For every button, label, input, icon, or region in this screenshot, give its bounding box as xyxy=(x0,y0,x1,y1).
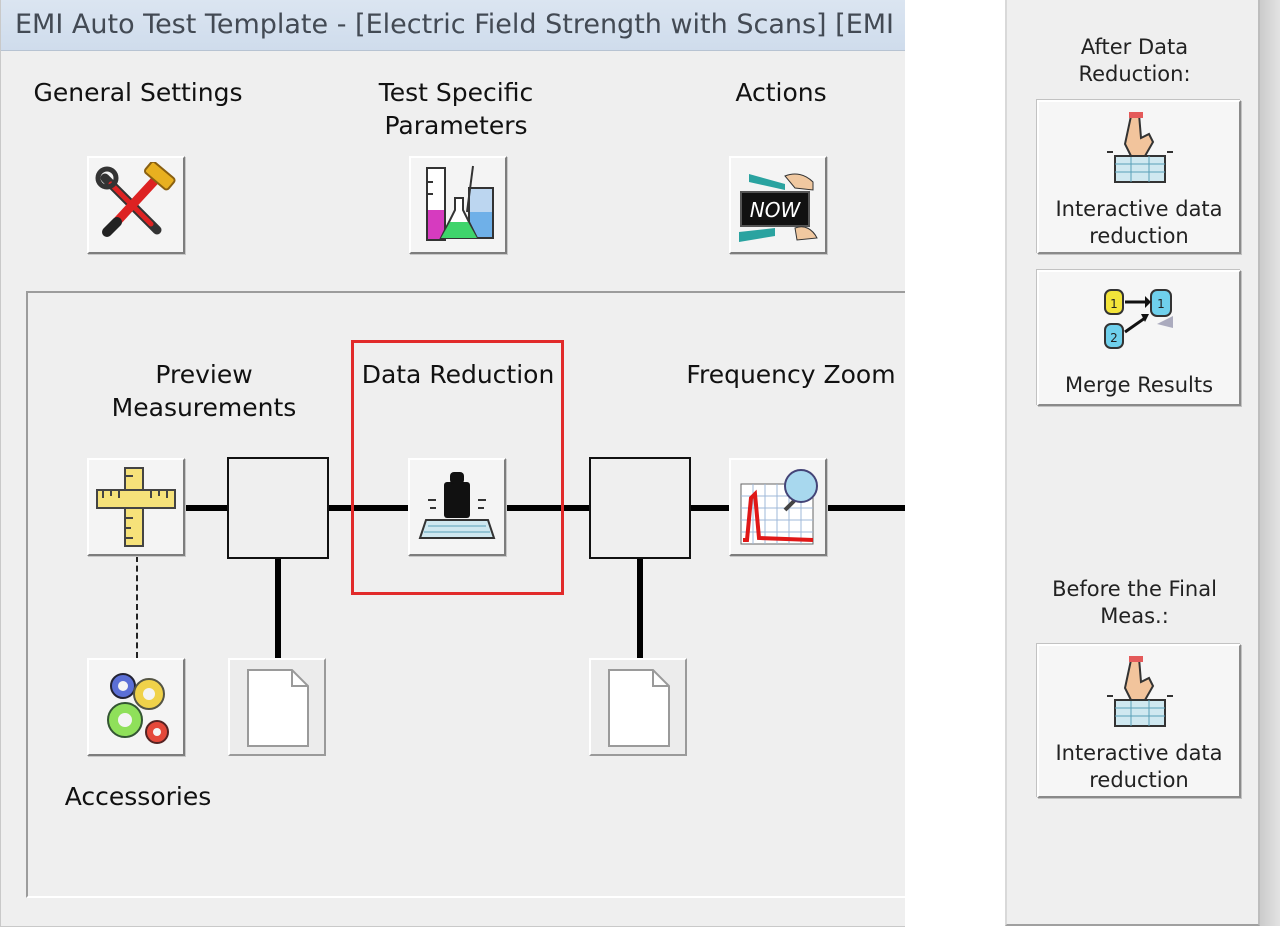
stage-1-results-document-button[interactable] xyxy=(228,658,326,756)
accessories-label: Accessories xyxy=(64,782,212,811)
interactive-data-reduction-label-after: Interactive data reduction xyxy=(1055,197,1223,248)
merge-results-label: Merge Results xyxy=(1064,373,1214,397)
preview-measurements-label: Preview Measurements xyxy=(111,360,297,422)
ruler-icon xyxy=(96,467,176,547)
after-data-reduction-heading: After Data Reduction: xyxy=(1078,35,1191,86)
interactive-data-reduction-button-before[interactable]: Interactive data reduction xyxy=(1037,644,1241,798)
lab-glassware-icon xyxy=(426,165,494,241)
document-icon xyxy=(608,669,670,747)
general-settings-button[interactable] xyxy=(87,156,185,254)
svg-text:1: 1 xyxy=(1110,297,1118,311)
frequency-zoom-label: Frequency Zoom xyxy=(686,360,896,389)
side-panel: After Data Reduction: Interactive data r… xyxy=(1005,0,1260,926)
flow-connector-line xyxy=(186,505,905,511)
empty-stage-slot-2[interactable] xyxy=(589,457,691,559)
data-reduction-label: Data Reduction xyxy=(361,360,555,389)
interactive-data-reduction-label-before: Interactive data reduction xyxy=(1055,741,1223,792)
stage-2-output-line xyxy=(637,546,643,658)
preview-measurements-button[interactable] xyxy=(87,458,185,556)
general-settings-label: General Settings xyxy=(33,78,243,107)
merge-results-button[interactable]: 1 1 2 Merge Results xyxy=(1037,270,1241,406)
empty-stage-slot-1[interactable] xyxy=(227,457,329,559)
svg-text:2: 2 xyxy=(1110,331,1118,345)
accessories-button[interactable] xyxy=(87,658,185,756)
hand-pointer-icon xyxy=(1107,112,1173,183)
document-icon xyxy=(247,669,309,747)
stage-2-results-document-button[interactable] xyxy=(589,658,687,756)
frequency-zoom-button[interactable] xyxy=(729,458,827,556)
tools-icon xyxy=(95,162,176,237)
weight-scale-icon xyxy=(418,472,496,539)
gears-icon xyxy=(107,673,169,744)
accessories-connector-dashed xyxy=(136,556,138,658)
actions-label: Actions xyxy=(735,78,827,107)
svg-text:NOW: NOW xyxy=(750,198,802,222)
data-reduction-highlight xyxy=(351,340,564,595)
test-specific-parameters-button[interactable] xyxy=(409,156,507,254)
title-bar[interactable]: EMI Auto Test Template - [Electric Field… xyxy=(1,0,905,51)
svg-text:1: 1 xyxy=(1157,297,1165,311)
main-window: EMI Auto Test Template - [Electric Field… xyxy=(0,0,905,927)
hand-pointer-icon xyxy=(1107,656,1173,727)
side-panel-scrollbar-edge[interactable] xyxy=(1260,0,1280,926)
data-reduction-button[interactable] xyxy=(408,458,506,556)
before-final-meas-heading: Before the Final Meas.: xyxy=(1052,577,1217,628)
interactive-data-reduction-button-after[interactable]: Interactive data reduction xyxy=(1037,100,1241,254)
now-sign-icon: NOW xyxy=(739,173,818,242)
stage-1-output-line xyxy=(275,546,281,658)
zoom-graph-icon xyxy=(740,469,818,545)
merge-data-icon: 1 1 2 xyxy=(1104,289,1173,349)
window-title: EMI Auto Test Template - [Electric Field… xyxy=(15,9,905,40)
test-specific-parameters-label: Test Specific Parameters xyxy=(378,78,534,140)
actions-button[interactable]: NOW xyxy=(729,156,827,254)
